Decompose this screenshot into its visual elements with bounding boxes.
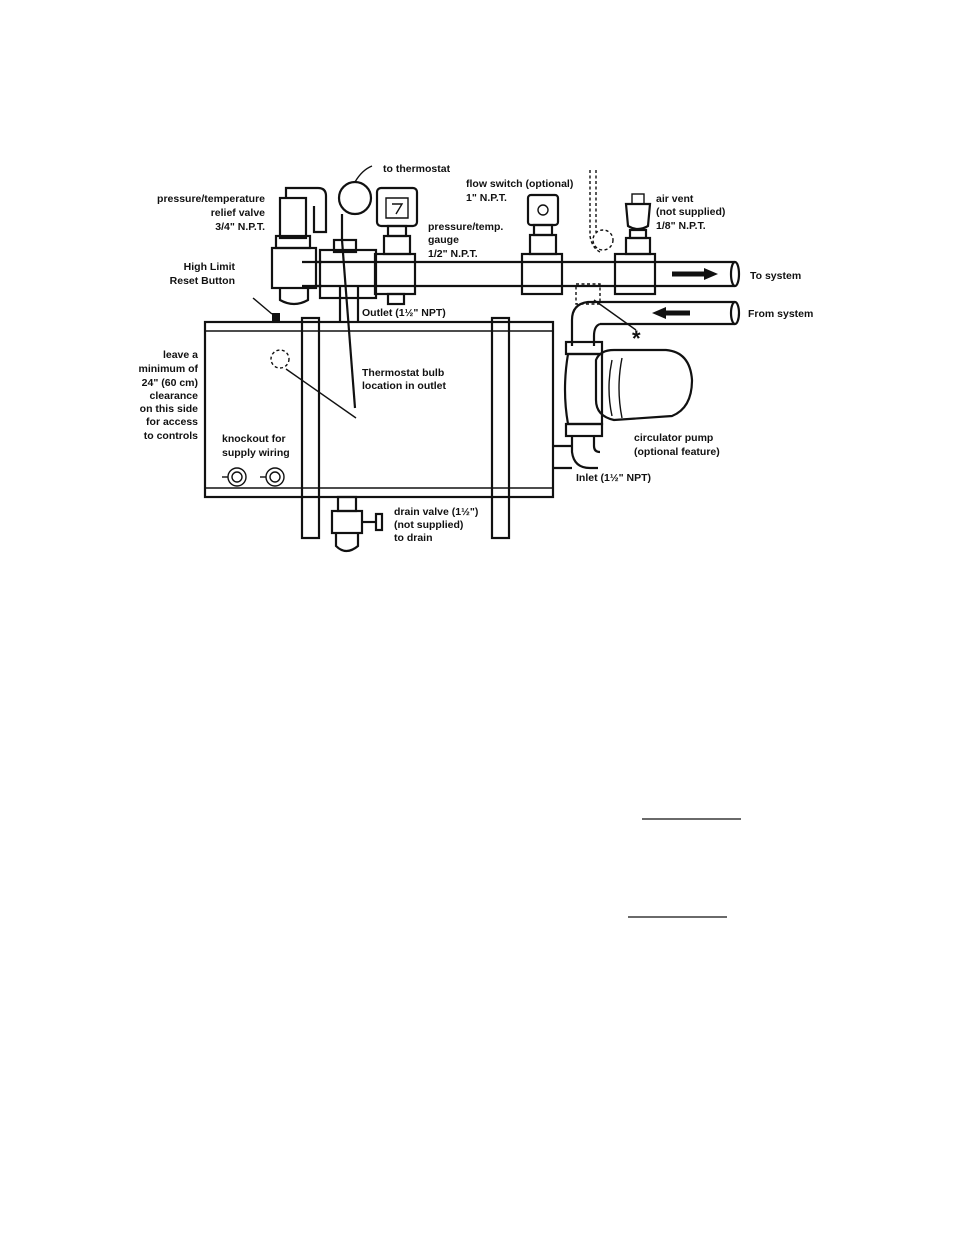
label-drain-valve-2: (not supplied) — [394, 519, 463, 531]
return-pipe — [570, 300, 741, 346]
label-clearance-6: for access — [146, 416, 198, 428]
label-gauge-2: gauge — [428, 234, 459, 246]
label-knockout: knockout for — [222, 433, 286, 445]
label-to-system: To system — [750, 270, 801, 282]
label-gauge-size: 1/2" N.P.T. — [428, 248, 478, 260]
label-outlet: Outlet (1½" NPT) — [362, 307, 446, 319]
label-relief-valve: pressure/temperature — [157, 193, 265, 205]
label-thermostat-bulb-2: location in outlet — [362, 380, 446, 392]
label-drain-valve: drain valve (1½") — [394, 506, 478, 518]
supply-pipe — [302, 248, 741, 322]
label-from-system: From system — [748, 308, 813, 320]
label-clearance-7: to controls — [144, 430, 198, 442]
label-flow-switch-size: 1" N.P.T. — [466, 192, 507, 204]
label-clearance-5: on this side — [140, 403, 199, 415]
label-relief-valve-2: relief valve — [211, 207, 265, 219]
label-gauge: pressure/temp. — [428, 221, 503, 233]
pressure-gauge-icon — [375, 186, 419, 306]
label-air-vent-note: (not supplied) — [656, 206, 725, 218]
air-vent-icon — [624, 193, 652, 256]
label-asterisk: * — [632, 326, 641, 351]
label-to-thermostat: to thermostat — [383, 163, 451, 175]
label-high-limit: High Limit — [184, 261, 236, 273]
label-clearance-2: minimum of — [139, 363, 199, 375]
thermostat-capillary — [332, 165, 373, 409]
label-knockout-2: supply wiring — [222, 447, 290, 459]
knockout-icons — [222, 467, 285, 487]
label-inlet: Inlet (1½" NPT) — [576, 472, 651, 484]
label-air-vent-size: 1/8" N.P.T. — [656, 220, 706, 232]
label-relief-valve-size: 3/4" N.P.T. — [215, 221, 265, 233]
flow-switch-icon — [526, 193, 560, 256]
circulator-pump-icon — [553, 340, 694, 470]
label-drain-valve-3: to drain — [394, 532, 433, 544]
label-clearance-4: clearance — [150, 390, 199, 402]
relief-valve-icon — [270, 186, 328, 306]
label-air-vent: air vent — [656, 193, 694, 205]
label-reset-button: Reset Button — [170, 275, 235, 287]
label-clearance-1: leave a — [163, 349, 198, 361]
label-flow-switch: flow switch (optional) — [466, 178, 573, 190]
drain-valve-icon — [330, 495, 384, 553]
boiler-tank — [203, 316, 555, 540]
label-thermostat-bulb: Thermostat bulb — [362, 367, 444, 379]
leader-lines — [252, 297, 637, 419]
label-clearance-3: 24" (60 cm) — [142, 377, 198, 389]
high-limit-reset-button — [272, 313, 280, 322]
label-circulator-pump: circulator pump — [634, 432, 713, 444]
label-circulator-pump-2: (optional feature) — [634, 446, 720, 458]
optional-bypass-dashed — [575, 170, 614, 305]
thermostat-bulb-location-icon — [270, 349, 290, 369]
